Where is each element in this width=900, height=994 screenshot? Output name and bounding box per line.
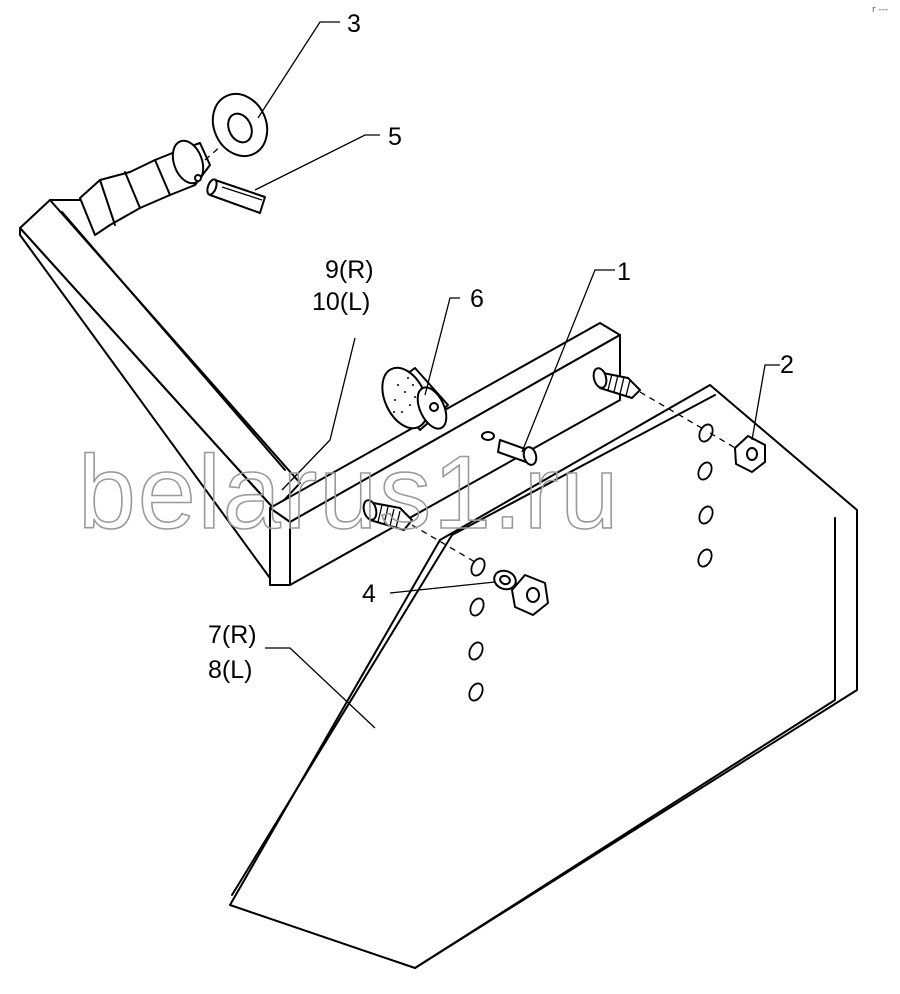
stud-axis-lower [411, 524, 476, 563]
rubber-block-6 [381, 366, 449, 431]
watermark-text: belarus1.ru [78, 435, 620, 551]
callout-7r: 7(R) [208, 621, 257, 649]
callout-6: 6 [470, 285, 484, 313]
pin-5 [206, 178, 266, 214]
callout-10l: 10(L) [312, 288, 370, 316]
bolt-1 [481, 431, 538, 466]
washer-3 [211, 92, 269, 158]
washer-4 [493, 569, 517, 591]
nut-2 [734, 435, 766, 473]
callout-1: 1 [617, 258, 631, 286]
leader-lines [254, 21, 780, 729]
stud-upper [592, 367, 641, 399]
callout-5: 5 [388, 123, 402, 151]
callout-9r: 9(R) [325, 256, 374, 284]
callout-8l: 8(L) [208, 656, 252, 684]
plate-7-8 [229, 384, 858, 969]
callout-2: 2 [780, 351, 794, 379]
shaft [79, 139, 211, 236]
stud-axis-upper [639, 391, 706, 431]
callout-3: 3 [347, 10, 361, 38]
corner-mark: r --- [872, 5, 888, 15]
callout-labels: 3 5 9(R) 10(L) 6 1 2 4 7(R) 8(L) [208, 10, 794, 684]
stud-lower [362, 499, 413, 531]
nut-4 [511, 574, 549, 616]
callout-4: 4 [362, 580, 376, 608]
